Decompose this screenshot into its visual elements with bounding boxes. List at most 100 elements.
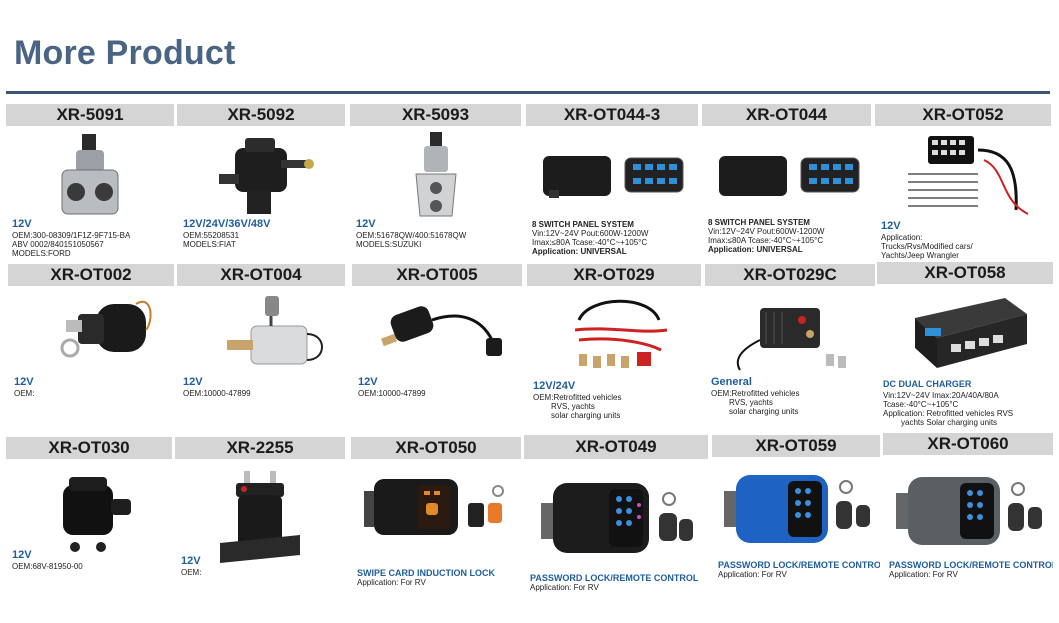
product-card[interactable]: XR-OT004 12V OEM:10000-47899 <box>177 264 345 430</box>
shutoff-solenoid-icon <box>177 290 345 382</box>
battery-isolator-icon <box>705 290 875 382</box>
wiring-harness-kit-icon <box>875 130 1051 222</box>
spec-line: PASSWORD LOCK/REMOTE CONTROL <box>718 560 880 570</box>
product-code: XR-2255 <box>175 437 345 459</box>
voltage-label: 12V <box>358 376 378 388</box>
title-divider <box>6 91 1050 94</box>
dc-dual-charger-icon <box>877 288 1053 380</box>
spec-line: MODELS:SUZUKI <box>356 240 422 249</box>
product-code: XR-5093 <box>350 104 521 126</box>
password-lock-icon <box>524 463 708 573</box>
product-code: XR-5091 <box>6 104 174 126</box>
spec-line: OEM: <box>14 389 35 398</box>
voltage-label: 12V <box>356 218 376 230</box>
spec-line: OEM:300-08309/1F1Z-9F715-BA <box>12 231 131 240</box>
voltage-label: DC DUAL CHARGER <box>883 379 972 389</box>
spec-line: OEM: <box>181 568 202 577</box>
fuel-pump-assembly-icon <box>177 130 345 222</box>
spec-line: Vin:12V~24V Pout:600W-1200W <box>532 229 649 238</box>
product-card[interactable]: XR-OT050 SWIPE CARD INDUCTION LOCK Appli… <box>351 437 521 617</box>
product-card[interactable]: XR-OT058 DC DUAL CHARGER Vin:12V~24V Ima… <box>877 262 1053 430</box>
spec-line: Vin:12V~24V Imax:20A/40A/80A <box>883 391 999 400</box>
product-code: XR-OT044 <box>702 104 871 126</box>
page-title: More Product <box>14 34 236 72</box>
password-lock-gray-icon <box>883 459 1053 563</box>
product-card[interactable]: XR-OT029C General OEM:Retrofitted vehicl… <box>705 264 875 430</box>
spec-line: OEM:Retrofitted vehicles <box>533 393 622 402</box>
product-code: XR-OT030 <box>6 437 172 459</box>
product-code: XR-OT004 <box>177 264 345 286</box>
voltage-label: 12V <box>12 549 32 561</box>
spec-line: solar charging units <box>729 407 799 416</box>
product-code: XR-OT058 <box>877 262 1053 284</box>
spec-line: RVS, yachts <box>729 398 773 407</box>
spec-line: Application: UNIVERSAL <box>532 247 627 256</box>
product-code: XR-OT029 <box>527 264 701 286</box>
spec-line: Application: UNIVERSAL <box>708 245 803 254</box>
product-card[interactable]: XR-OT059 PASSWORD LOCK/REMOTE CONTROL Ap… <box>712 435 880 617</box>
product-code: XR-OT029C <box>705 264 875 286</box>
product-card[interactable]: XR-2255 12V OEM: <box>175 437 345 617</box>
product-card[interactable]: XR-OT029 12V/24V OEM:Retrofitted vehicle… <box>527 264 701 430</box>
product-card[interactable]: XR-5092 12V/24V/36V/48V OEM:55208531 MOD… <box>177 104 345 262</box>
spec-line: Application: For RV <box>889 570 958 579</box>
spec-line: Tcase:-40°C~+105°C <box>883 400 959 409</box>
voltage-label: General <box>711 376 752 388</box>
product-card[interactable]: XR-OT030 12V OEM:68V-81950-00 <box>6 437 172 617</box>
ignition-coil-icon <box>6 463 172 567</box>
spec-line: OEM:68V-81950-00 <box>12 562 83 571</box>
product-card[interactable]: XR-OT044-3 8 SWITCH PANEL SYSTEM Vin:12V… <box>526 104 698 262</box>
switch-panel-system-icon <box>702 130 871 222</box>
spec-line: 8 SWITCH PANEL SYSTEM <box>708 218 810 227</box>
shutoff-solenoid-cable-icon <box>352 290 522 382</box>
product-code: XR-5092 <box>177 104 345 126</box>
spec-line: Application: For RV <box>357 578 426 587</box>
product-code: XR-OT049 <box>524 435 708 459</box>
spec-line: Imax:≤80A Tcase:-40°C~+105°C <box>532 238 648 247</box>
product-code: XR-OT005 <box>352 264 522 286</box>
spec-line: Trucks/Rvs/Modified cars/ <box>881 242 973 251</box>
spec-line: MODELS:FIAT <box>183 240 236 249</box>
spec-line: OEM:10000-47899 <box>183 389 251 398</box>
idle-air-control-valve-icon <box>6 130 174 222</box>
spec-line: OEM:Retrofitted vehicles <box>711 389 800 398</box>
idle-air-control-valve-icon <box>350 130 521 222</box>
card-lock-icon <box>351 463 521 567</box>
switch-panel-system-icon <box>526 130 698 222</box>
product-card[interactable]: XR-OT052 12V Application: Trucks/Rvs/Mod… <box>875 104 1051 262</box>
product-card[interactable]: XR-OT005 12V OEM:10000-47899 <box>352 264 522 430</box>
spec-line: Vin:12V~24V Pout:600W-1200W <box>708 227 825 236</box>
product-card[interactable]: XR-OT044 8 SWITCH PANEL SYSTEM Vin:12V~2… <box>702 104 871 262</box>
product-card[interactable]: XR-5093 12V OEM:51678QW/400:51678QW MODE… <box>350 104 521 262</box>
product-card[interactable]: XR-OT060 PASSWORD LOCK/REMOTE CONTROL Ap… <box>883 433 1053 617</box>
voltage-label: 12V <box>181 555 201 567</box>
spec-line: RVS, yachts <box>551 402 595 411</box>
spec-line: ABV 0002/840151050567 <box>12 240 104 249</box>
spec-line: 8 SWITCH PANEL SYSTEM <box>532 220 634 229</box>
spec-line: MODELS:FORD <box>12 249 71 258</box>
spec-line: OEM:51678QW/400:51678QW <box>356 231 467 240</box>
voltage-label: 12V <box>183 376 203 388</box>
spec-line: OEM:10000-47899 <box>358 389 426 398</box>
voltage-label: 12V <box>881 220 901 232</box>
product-code: XR-OT060 <box>883 433 1053 455</box>
product-card[interactable]: XR-OT049 PASSWORD LOCK/REMOTE CONTROL Ap… <box>524 435 708 617</box>
product-code: XR-OT044-3 <box>526 104 698 126</box>
spec-line: OEM:55208531 <box>183 231 240 240</box>
product-card[interactable]: XR-OT002 12V OEM: <box>8 264 174 430</box>
spec-line: Application: <box>881 233 923 242</box>
product-code: XR-OT050 <box>351 437 521 459</box>
product-card[interactable]: XR-5091 12V OEM:300-08309/1F1Z-9F715-BA … <box>6 104 174 262</box>
password-lock-blue-icon <box>712 461 880 565</box>
voltage-label: 12V <box>12 218 32 230</box>
spec-line: Application: For RV <box>718 570 787 579</box>
battery-cable-kit-icon <box>527 290 701 382</box>
spec-line: Application: Retrofitted vehicles RVS <box>883 409 1014 418</box>
product-code: XR-OT059 <box>712 435 880 457</box>
voltage-label: 12V/24V <box>533 380 576 392</box>
voltage-label: 12V <box>14 376 34 388</box>
spec-line: SWIPE CARD INDUCTION LOCK <box>357 568 495 578</box>
solenoid-actuator-icon <box>8 290 174 382</box>
starter-relay-icon <box>175 463 345 567</box>
